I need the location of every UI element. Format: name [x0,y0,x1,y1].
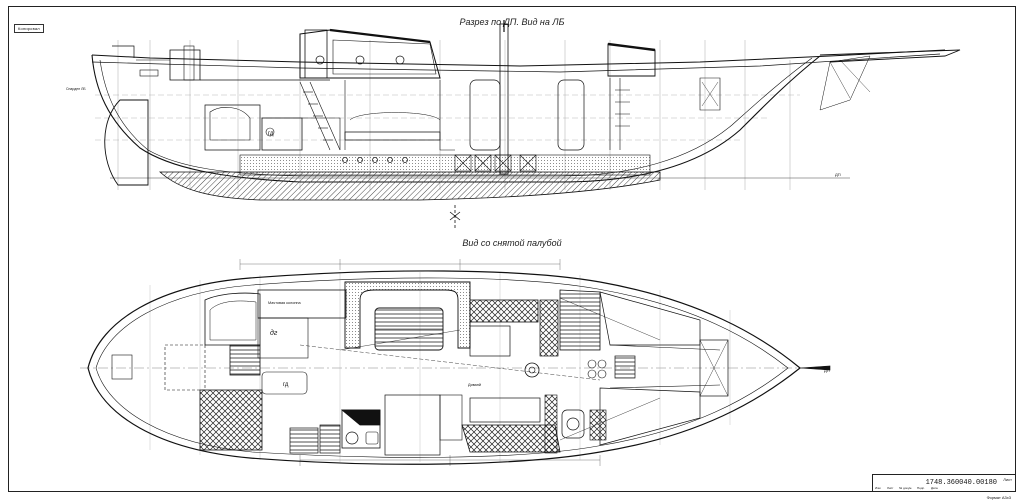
bow-tip [799,365,831,371]
label-dp-right: ДП [835,172,841,177]
companion-ladder [299,81,341,151]
rudder [104,99,149,186]
porthole [355,55,365,65]
label-gd-top: гд [268,131,274,137]
engine [261,117,303,151]
copy-stamp: Копировал [14,24,44,33]
fore-steps [614,355,636,379]
label-stern-note: Спарден ЛБ [66,87,86,91]
hull-outline [87,270,801,465]
label-dp-plan-right: ДП [824,368,830,373]
mast-column [499,23,509,175]
tb-cell: Подп. [917,486,925,490]
fore-berth-ladder [615,89,630,127]
chain-locker-plan [699,339,729,397]
aft-berth [204,292,261,346]
plan-view [80,259,831,466]
door [469,79,501,151]
aft-hatch [111,354,133,380]
aft-steps [229,344,261,376]
sheer-line [91,49,946,67]
stern-rail [112,45,135,58]
label-dinette: Диванй [468,383,481,387]
drawing-code: 1748.360040.00180 [925,479,997,487]
porthole [315,55,325,65]
quarter-locker [199,389,263,451]
starboard-settee [469,397,541,423]
label-dg-plan: дг [270,329,278,337]
fore-head [561,409,585,439]
label-gd-plan: гд [283,382,289,388]
bilge-ports [342,157,408,163]
galley-counter [469,299,539,323]
plan-dimensions [239,259,601,466]
saloon-table [344,131,441,141]
title-block-cells: Изм Лист № докум. Подп. Дата [873,475,945,491]
porthole [395,55,405,65]
wet-locker [384,394,441,456]
plan-title: Вид со снятой палубой [462,238,562,248]
chart-table [261,371,308,395]
keel-ballast [158,171,661,201]
waterlines [95,94,800,141]
drawing-frame [8,6,1016,492]
toilet [345,431,359,445]
door [557,79,585,151]
side-section [91,20,961,201]
tb-cell: Изм [875,486,881,490]
tanks [587,359,607,379]
galley-block [204,104,261,151]
sheet-label: Лист [1003,477,1012,482]
mast-step [524,362,540,378]
floor-crates [454,154,537,172]
tb-cell: Дата [931,486,938,490]
bowsprit [819,49,961,63]
fore-cabin-shelf [559,289,601,351]
saloon-seat [344,281,471,349]
tb-cell: № докум. [899,486,913,490]
deckhouse [299,29,441,79]
label-mast-column: Мачтовая колонна [268,301,302,305]
tb-cell: Лист [887,486,894,490]
section-marker [449,205,461,228]
section-title: Разрез по ДП. Вид на ЛБ [459,17,565,27]
title-block: Изм Лист № докум. Подп. Дата 1748.360040… [872,474,1016,500]
chain-locker [699,77,721,111]
cabin-sole [239,154,651,176]
